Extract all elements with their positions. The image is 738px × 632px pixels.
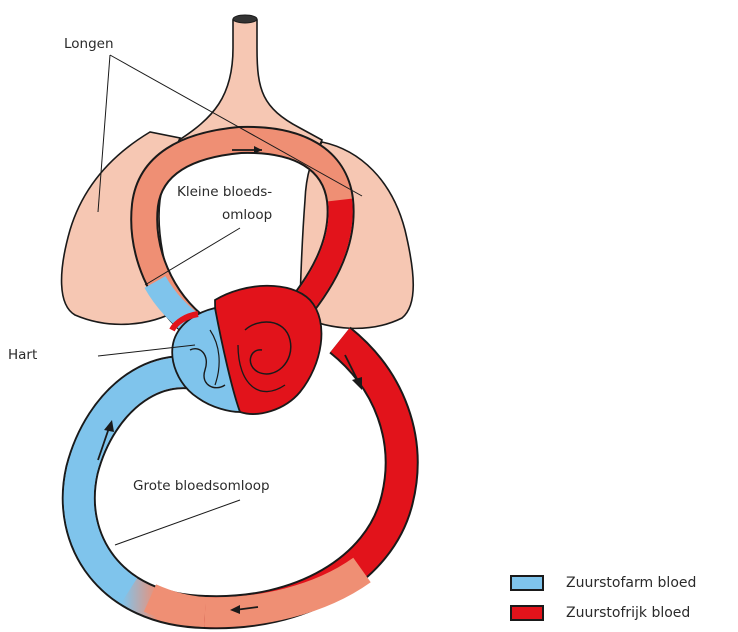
trachea-opening xyxy=(233,15,257,23)
legend-label-oxygen-rich: Zuurstofrijk bloed xyxy=(566,605,690,621)
label-lungs: Longen xyxy=(64,36,114,53)
legend-swatch-oxygen-rich xyxy=(510,605,544,621)
legend-oxygen-poor: Zuurstofarm bloed xyxy=(510,575,696,591)
label-small-circulation: Kleine bloeds- xyxy=(177,184,272,201)
legend-label-oxygen-poor: Zuurstofarm bloed xyxy=(566,575,696,591)
label-heart: Hart xyxy=(8,347,37,364)
legend-oxygen-rich: Zuurstofrijk bloed xyxy=(510,605,690,621)
legend-swatch-oxygen-poor xyxy=(510,575,544,591)
label-small-circulation-2: omloop xyxy=(222,207,272,224)
label-large-circulation: Grote bloedsomloop xyxy=(133,478,270,495)
